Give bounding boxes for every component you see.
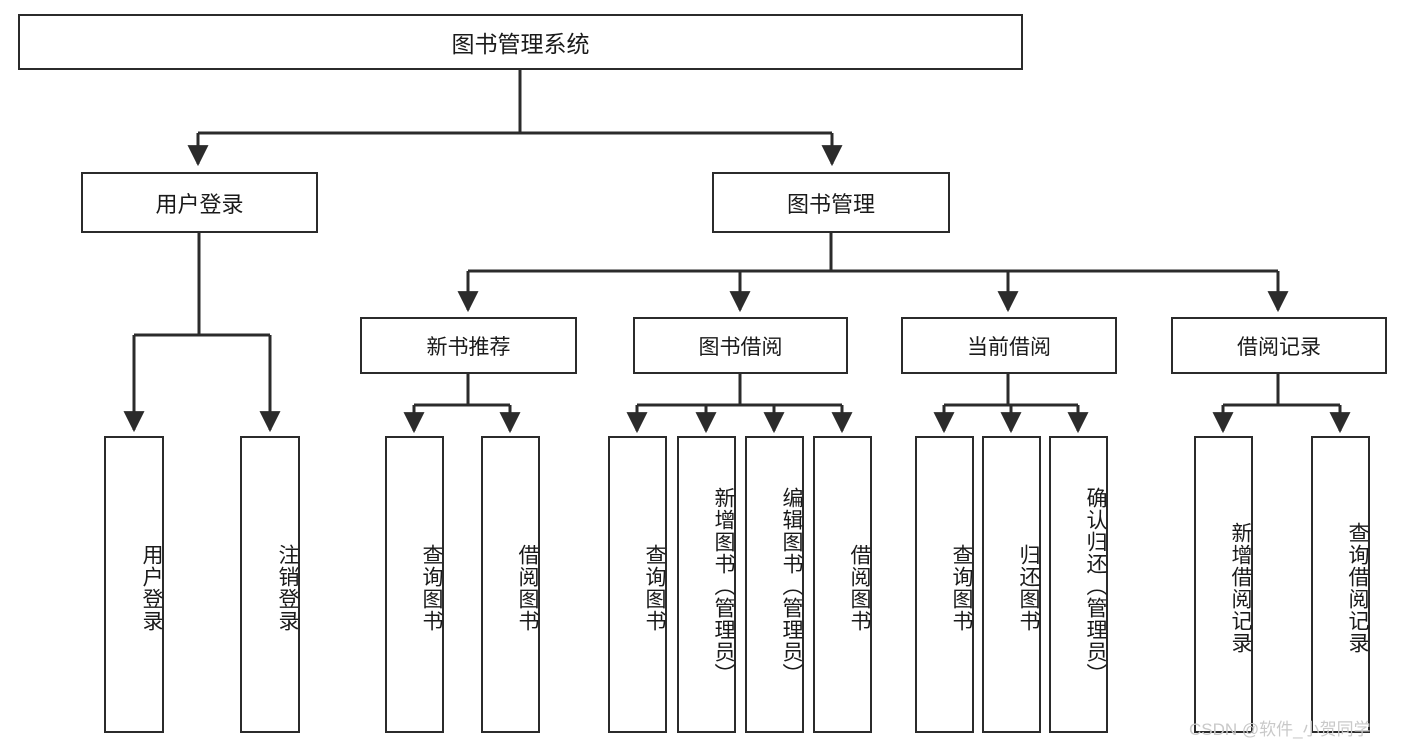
node-label: 图书管理系统 xyxy=(451,31,590,57)
leaf-current-borrow-return[interactable]: 归还图书 xyxy=(982,436,1041,733)
node-label: 用户登录 xyxy=(140,543,163,632)
node-user-login[interactable]: 用户登录 xyxy=(81,172,318,233)
node-label: 确认归还（管理员） xyxy=(1084,486,1107,685)
node-label: 新书推荐 xyxy=(426,335,511,359)
leaf-borrow-record-add[interactable]: 新增借阅记录 xyxy=(1194,436,1253,733)
node-label: 归还图书 xyxy=(1017,543,1040,632)
node-label: 注销登录 xyxy=(276,543,299,632)
leaf-book-borrow-borrow[interactable]: 借阅图书 xyxy=(813,436,872,733)
node-label: 查询图书 xyxy=(420,543,443,632)
csdn-watermark: CSDN @软件_小贺同学 xyxy=(1189,720,1371,739)
node-new-book-recommendation[interactable]: 新书推荐 xyxy=(360,317,577,374)
node-label: 新增借阅记录 xyxy=(1229,521,1252,654)
node-root-book-management-system[interactable]: 图书管理系统 xyxy=(18,14,1023,70)
leaf-book-borrow-edit-admin[interactable]: 编辑图书（管理员） xyxy=(745,436,804,733)
node-label: 用户登录 xyxy=(155,191,244,217)
leaf-book-borrow-query[interactable]: 查询图书 xyxy=(608,436,667,733)
leaf-current-borrow-query[interactable]: 查询图书 xyxy=(915,436,974,733)
node-label: 查询借阅记录 xyxy=(1346,521,1369,654)
node-label: 当前借阅 xyxy=(967,335,1051,359)
leaf-user-login-signout[interactable]: 注销登录 xyxy=(240,436,300,733)
node-label: 图书管理 xyxy=(786,191,875,217)
node-label: 查询图书 xyxy=(950,543,973,632)
node-borrowing-records[interactable]: 借阅记录 xyxy=(1171,317,1387,374)
leaf-borrow-record-query[interactable]: 查询借阅记录 xyxy=(1311,436,1370,733)
leaf-current-borrow-confirm-return-admin[interactable]: 确认归还（管理员） xyxy=(1049,436,1108,733)
leaf-book-borrow-add-admin[interactable]: 新增图书（管理员） xyxy=(677,436,736,733)
node-label: 借阅记录 xyxy=(1237,335,1321,359)
node-book-borrowing[interactable]: 图书借阅 xyxy=(633,317,848,374)
node-label: 新增图书（管理员） xyxy=(712,486,735,685)
node-label: 编辑图书（管理员） xyxy=(780,486,803,685)
node-label: 图书借阅 xyxy=(698,335,783,359)
node-label: 查询图书 xyxy=(643,543,666,632)
leaf-new-book-borrow[interactable]: 借阅图书 xyxy=(481,436,540,733)
leaf-new-book-query[interactable]: 查询图书 xyxy=(385,436,444,733)
leaf-user-login-signin[interactable]: 用户登录 xyxy=(104,436,164,733)
node-current-borrowing[interactable]: 当前借阅 xyxy=(901,317,1117,374)
node-label: 借阅图书 xyxy=(516,543,539,632)
node-label: 借阅图书 xyxy=(848,543,871,632)
node-book-management[interactable]: 图书管理 xyxy=(712,172,950,233)
